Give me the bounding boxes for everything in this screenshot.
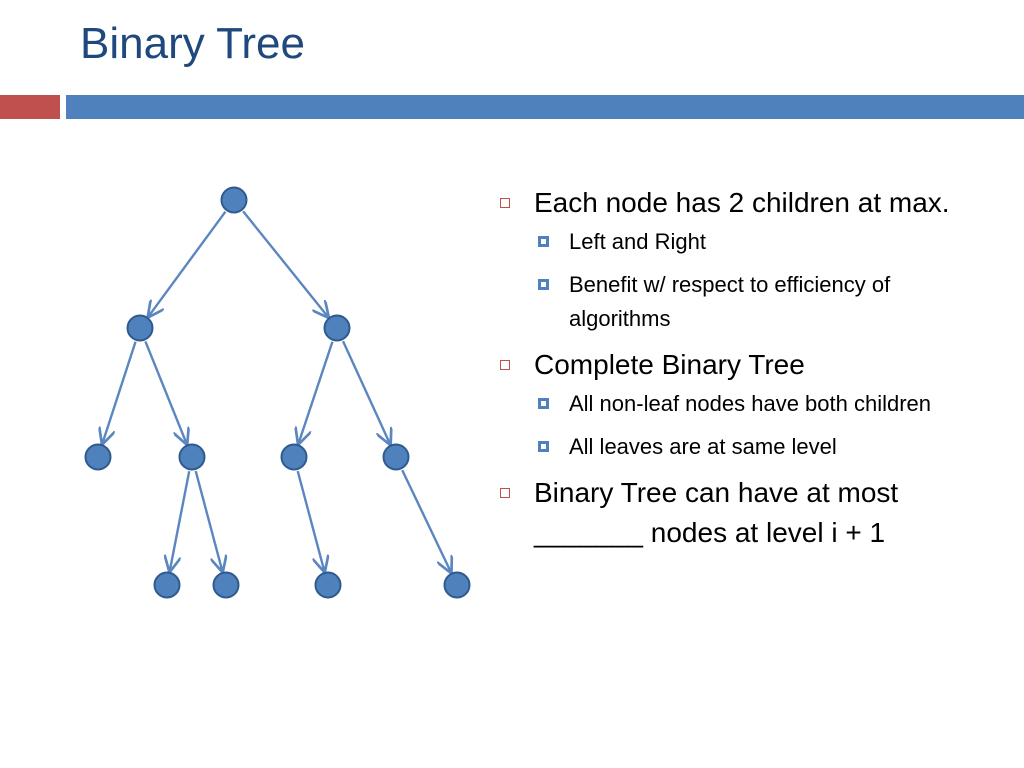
tree-node — [153, 571, 181, 599]
tree-node — [220, 186, 248, 214]
square-bullet-icon — [500, 198, 510, 208]
square-bullet-icon — [500, 488, 510, 498]
tree-node — [314, 571, 342, 599]
sub-bullet-text: All leaves are at same level — [569, 434, 837, 459]
tree-edge-arrow — [296, 470, 325, 571]
tree-node — [382, 443, 410, 471]
tree-edge-arrow — [341, 340, 390, 444]
tree-edge-arrow — [242, 210, 328, 316]
tree-node — [178, 443, 206, 471]
tree-edge-arrow — [144, 340, 186, 443]
sub-bullet-item: Benefit w/ respect to efficiency of algo… — [534, 268, 990, 336]
tree-edge-arrow — [401, 469, 451, 572]
tree-node — [443, 571, 471, 599]
title-accent-bar-blue — [66, 95, 1024, 119]
square-sub-bullet-icon — [538, 398, 549, 409]
tree-node — [126, 314, 154, 342]
sub-bullet-item: All non-leaf nodes have both children — [534, 387, 990, 421]
bullet-text: Binary Tree can have at most _______ nod… — [534, 477, 899, 548]
tree-edge-arrow — [102, 341, 137, 443]
tree-edge-arrow — [299, 341, 334, 443]
sub-bullet-text: Left and Right — [569, 229, 706, 254]
slide-title: Binary Tree — [80, 19, 305, 68]
bullet-item: Binary Tree can have at most _______ nod… — [500, 473, 990, 553]
sub-bullet-item: Left and Right — [534, 225, 990, 259]
tree-node — [84, 443, 112, 471]
sub-bullet-item: All leaves are at same level — [534, 430, 990, 464]
bullet-text: Complete Binary Tree — [534, 349, 805, 380]
square-sub-bullet-icon — [538, 279, 549, 290]
bullet-list: Each node has 2 children at max. Left an… — [500, 183, 990, 557]
title-accent-bar-red — [0, 95, 60, 119]
square-sub-bullet-icon — [538, 441, 549, 452]
tree-edge-arrow — [149, 210, 227, 317]
sub-bullet-text: All non-leaf nodes have both children — [569, 391, 932, 416]
tree-edge-arrow — [194, 470, 223, 571]
tree-edge-arrow — [170, 471, 191, 571]
bullet-item: Each node has 2 children at max. Left an… — [500, 183, 990, 336]
tree-node — [280, 443, 308, 471]
square-bullet-icon — [500, 360, 510, 370]
bullet-item: Complete Binary Tree All non-leaf nodes … — [500, 345, 990, 464]
square-sub-bullet-icon — [538, 236, 549, 247]
tree-node — [212, 571, 240, 599]
tree-node — [323, 314, 351, 342]
bullet-text: Each node has 2 children at max. — [534, 187, 950, 218]
sub-bullet-text: Benefit w/ respect to efficiency of algo… — [569, 272, 891, 331]
